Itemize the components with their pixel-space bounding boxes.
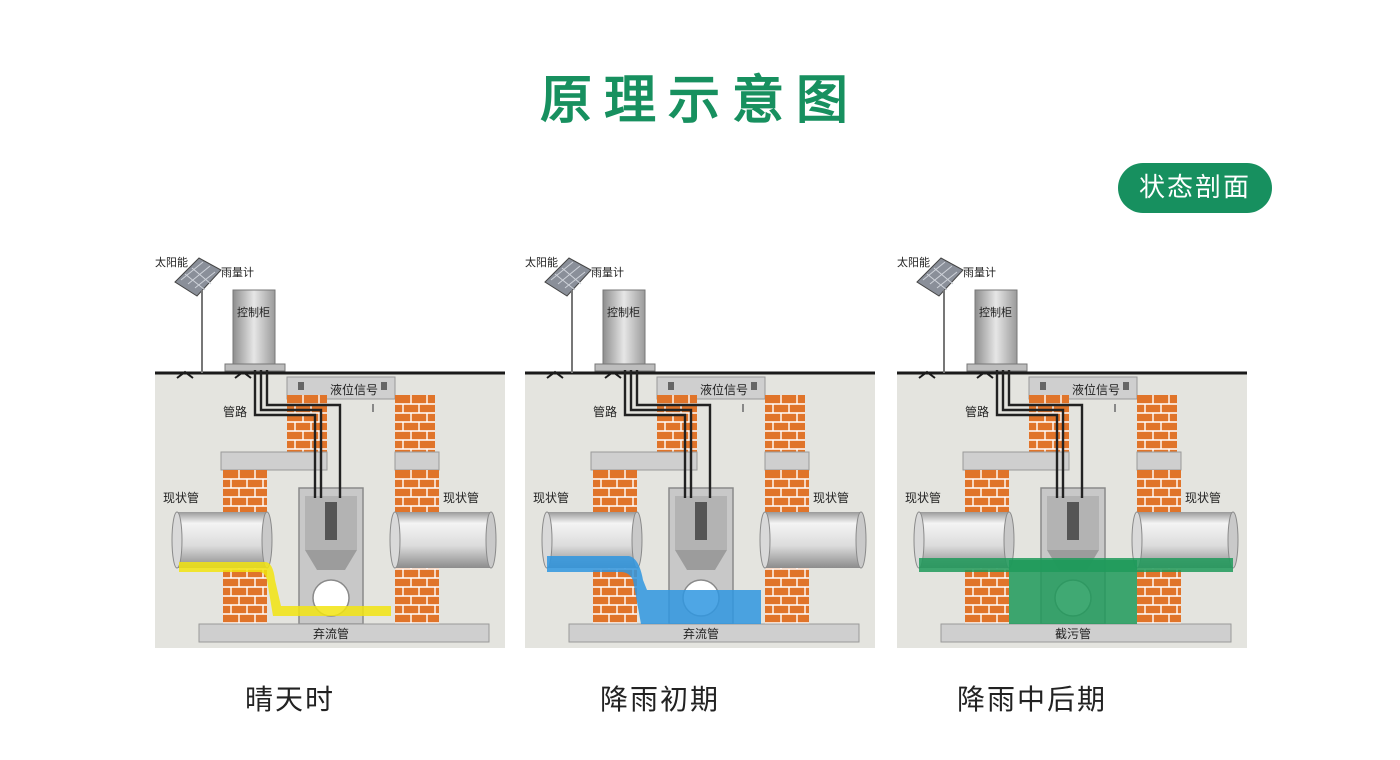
pipeline-label: 管路	[223, 404, 247, 419]
brick-wall-upper-right	[395, 395, 435, 453]
water-flow	[547, 556, 761, 624]
panel-caption: 晴天时	[244, 683, 335, 716]
existing-pipe-label-left: 现状管	[163, 490, 199, 505]
panel-3: 太阳能雨量计控制柜液位信号 现状管 现状管 管路截污管	[897, 240, 1247, 650]
pipeline-wires	[995, 370, 1084, 498]
pipeline-label: 管路	[593, 404, 617, 419]
solar-label: 太阳能	[155, 255, 188, 269]
existing-pipe-right	[389, 511, 497, 569]
water-flow	[179, 562, 391, 616]
solar-panel-icon	[174, 257, 222, 297]
level-signal-label: 液位信号	[330, 382, 378, 397]
concrete-beam-right	[1136, 451, 1182, 471]
existing-pipe-label-left: 现状管	[533, 490, 569, 505]
cabinet-label: 控制柜	[607, 305, 640, 319]
rain-gauge-label: 雨量计	[963, 266, 996, 279]
pipeline-wires	[623, 370, 712, 498]
panel-2: 太阳能雨量计控制柜液位信号 现状管 现状管 管路弃流管	[525, 240, 875, 650]
concrete-beam-right	[764, 451, 810, 471]
gate-actuator	[695, 502, 707, 540]
page-title: 原理示意图	[539, 70, 860, 131]
solar-panel-icon	[916, 257, 964, 297]
brick-wall-upper-right	[765, 395, 805, 453]
existing-pipe-left	[171, 511, 273, 569]
existing-pipe-label-right: 现状管	[1185, 490, 1221, 505]
existing-pipe-label-right: 现状管	[443, 490, 479, 505]
cabinet-label: 控制柜	[237, 305, 270, 319]
rain-gauge-label: 雨量计	[221, 266, 254, 279]
bottom-pipe-label: 截污管	[1055, 626, 1091, 641]
panel-caption: 降雨初期	[599, 683, 720, 716]
water-flow	[1009, 560, 1137, 624]
solar-label: 太阳能	[897, 255, 930, 269]
gate-actuator	[1067, 502, 1079, 540]
level-signal-label: 液位信号	[700, 382, 748, 397]
level-signal-label: 液位信号	[1072, 382, 1120, 397]
concrete-beam-left	[962, 451, 1070, 471]
panel-caption: 降雨中后期	[956, 683, 1107, 716]
grass-mark	[546, 370, 622, 379]
existing-pipe-label-right: 现状管	[813, 490, 849, 505]
grass-mark	[918, 370, 994, 379]
pipeline-wires	[253, 370, 342, 498]
concrete-beam-left	[220, 451, 328, 471]
control-cabinet	[232, 289, 276, 365]
pipeline-label: 管路	[965, 404, 989, 419]
bottom-pipe-label: 弃流管	[683, 626, 719, 641]
existing-pipe-right	[759, 511, 867, 569]
gate-actuator	[325, 502, 337, 540]
brick-wall-upper-right	[1137, 395, 1177, 453]
bottom-pipe-label: 弃流管	[313, 626, 349, 641]
solar-label: 太阳能	[525, 255, 558, 269]
solar-panel-icon	[544, 257, 592, 297]
rain-gauge-label: 雨量计	[591, 266, 624, 279]
concrete-beam-left	[590, 451, 698, 471]
grass-mark	[176, 370, 252, 379]
existing-pipe-label-left: 现状管	[905, 490, 941, 505]
control-cabinet	[974, 289, 1018, 365]
cabinet-label: 控制柜	[979, 305, 1012, 319]
concrete-beam-right	[394, 451, 440, 471]
section-badge: 状态剖面	[1118, 163, 1272, 213]
base-slab	[198, 623, 490, 643]
panel-1: 太阳能雨量计控制柜液位信号 现状管 现状管 管路弃流管	[155, 240, 505, 650]
control-cabinet	[602, 289, 646, 365]
